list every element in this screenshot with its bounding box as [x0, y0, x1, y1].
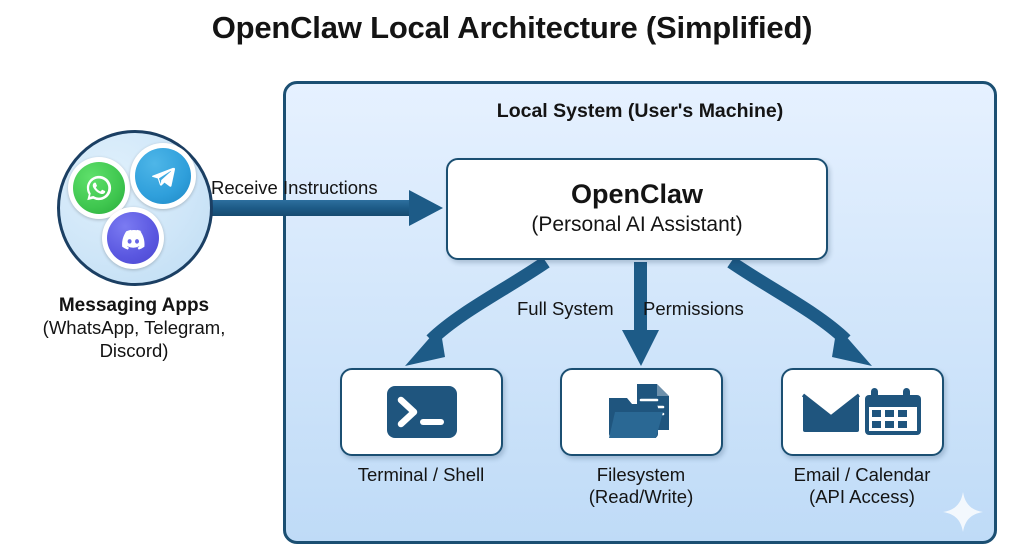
receive-instructions-label: Receive Instructions — [211, 177, 378, 198]
envelope-calendar-icon — [801, 388, 921, 435]
terminal-shell-label: Terminal / Shell — [306, 464, 536, 486]
telegram-badge[interactable] — [130, 143, 196, 209]
filesystem-node[interactable] — [560, 368, 723, 456]
email-calendar-label-line2: (API Access) — [809, 486, 915, 508]
openclaw-node[interactable]: OpenClaw (Personal AI Assistant) — [446, 158, 828, 260]
email-calendar-node[interactable] — [781, 368, 944, 456]
messaging-apps-label-line1: (WhatsApp, Telegram, — [42, 317, 226, 339]
openclaw-node-title: OpenClaw — [570, 179, 704, 210]
full-system-label: Full System — [517, 298, 614, 319]
terminal-shell-label-line1: Terminal / Shell — [357, 464, 485, 485]
filesystem-label-line1: Filesystem — [596, 464, 686, 485]
calendar-icon — [864, 388, 921, 435]
folder-document-icon — [608, 384, 669, 438]
whatsapp-icon — [73, 162, 125, 214]
telegram-icon — [135, 148, 191, 204]
openclaw-node-subtitle: (Personal AI Assistant) — [531, 212, 743, 236]
whatsapp-badge[interactable] — [68, 157, 130, 219]
email-calendar-label: Email / Calendar (API Access) — [747, 464, 977, 508]
messaging-apps-label-line2: Discord) — [99, 339, 169, 361]
discord-badge[interactable] — [102, 207, 164, 269]
filesystem-label-line2: (Read/Write) — [588, 486, 694, 508]
permissions-label: Permissions — [643, 298, 744, 319]
messaging-apps-label-title: Messaging Apps — [58, 295, 210, 316]
envelope-icon — [801, 393, 860, 432]
local-system-title: Local System (User's Machine) — [496, 100, 784, 122]
messaging-apps-cluster-icon[interactable] — [57, 130, 213, 286]
sparkle-icon — [943, 492, 983, 532]
discord-icon — [107, 212, 159, 264]
terminal-icon — [386, 386, 457, 438]
page-title: OpenClaw Local Architecture (Simplified) — [211, 10, 813, 45]
terminal-shell-node[interactable] — [340, 368, 503, 456]
email-calendar-label-line1: Email / Calendar — [793, 464, 931, 485]
filesystem-label: Filesystem (Read/Write) — [526, 464, 756, 508]
messaging-apps-label: Messaging Apps (WhatsApp, Telegram, Disc… — [0, 294, 268, 362]
